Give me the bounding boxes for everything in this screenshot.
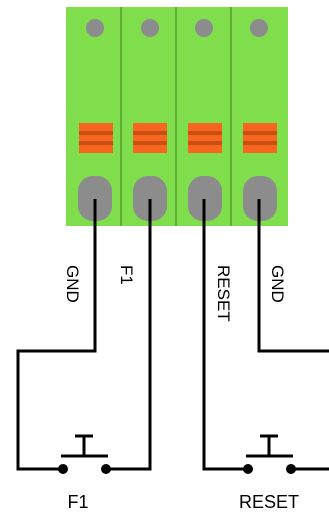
wire-gnd-left [16, 199, 97, 471]
button-contact [243, 464, 253, 474]
wire-label-reset: RESET [214, 265, 233, 322]
screw-hole [86, 19, 104, 37]
wire-label-gnd-1: GND [63, 265, 82, 303]
terminal-pin-3 [188, 19, 222, 221]
screw-hole [195, 19, 213, 37]
wire-f1 [106, 199, 152, 471]
lever-stripe [79, 131, 113, 135]
terminal-pin-2 [133, 19, 167, 221]
release-lever [243, 123, 277, 153]
lever-stripe [133, 141, 167, 145]
screw-hole [250, 19, 268, 37]
wire-gnd-right [257, 199, 329, 353]
wires [16, 199, 329, 471]
terminal-block [66, 7, 288, 226]
wire-entry [78, 176, 112, 221]
lever-stripe [79, 141, 113, 145]
lever-stripe [243, 131, 277, 135]
wire-reset [202, 199, 248, 471]
release-lever [133, 123, 167, 153]
terminal-pin-1 [78, 19, 113, 221]
release-lever [79, 123, 113, 153]
lever-stripe [133, 131, 167, 135]
wire-label-gnd-2: GND [268, 265, 287, 303]
lever-stripe [188, 131, 222, 135]
button-label-f1: F1 [67, 492, 88, 512]
button-contact [286, 464, 296, 474]
lever-stripe [188, 141, 222, 145]
lever-stripe [243, 141, 277, 145]
release-lever [188, 123, 222, 153]
wire-entry [243, 176, 277, 221]
screw-hole [141, 19, 159, 37]
terminal-pin-4 [243, 19, 277, 221]
wire-entry [133, 176, 167, 221]
wire-label-f1: F1 [117, 265, 136, 285]
button-label-reset: RESET [239, 492, 299, 512]
push-button-reset [243, 434, 296, 474]
push-button-f1 [58, 434, 111, 474]
button-contact [58, 464, 68, 474]
wire-entry [188, 176, 222, 221]
wire-labels: GND F1 RESET GND [63, 265, 287, 322]
button-contact [101, 464, 111, 474]
